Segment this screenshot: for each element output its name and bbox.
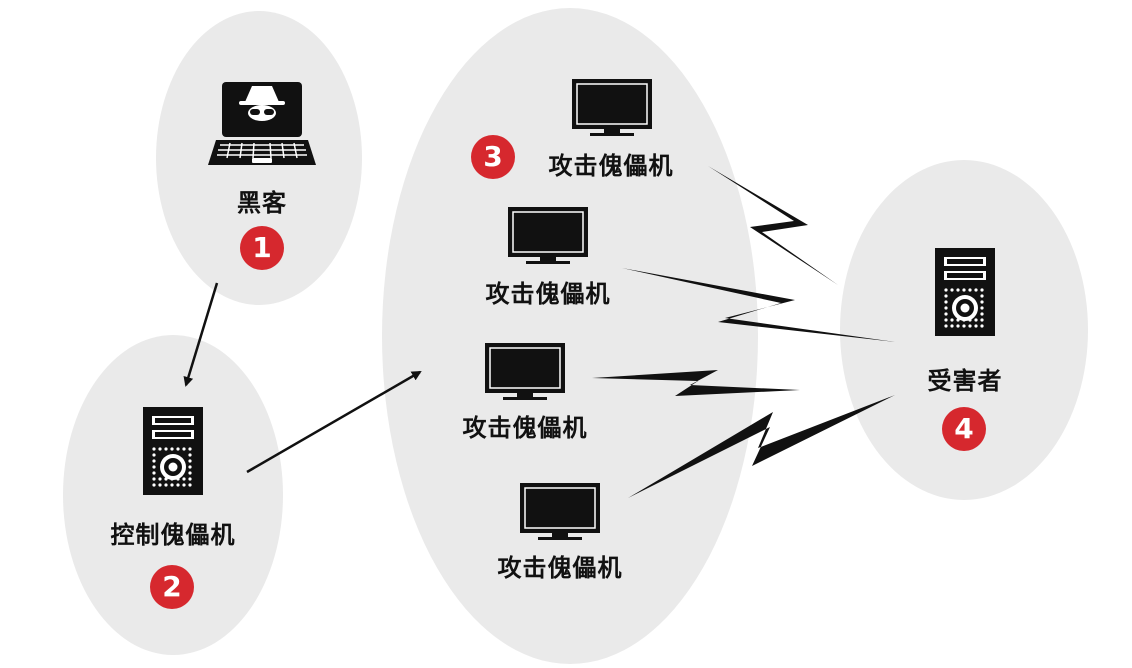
step-badge-3: 3: [471, 135, 515, 179]
attack-node-label-3: 攻击傀儡机: [462, 414, 588, 442]
monitor-icon: [572, 79, 652, 136]
victim-label: 受害者: [927, 367, 1003, 395]
attack-bolt-1: [708, 166, 838, 285]
hacker-laptop-icon: [208, 82, 316, 165]
server-tower-icon: [143, 407, 203, 495]
attack-bolt-3: [592, 370, 800, 396]
hacker-label: 黑客: [237, 189, 287, 217]
controller-label: 控制傀儡机: [110, 521, 236, 549]
step-badge-2: 2: [150, 565, 194, 609]
attack-node-label-2: 攻击傀儡机: [485, 280, 611, 308]
monitor-icon: [485, 343, 565, 400]
attack-node-label-4: 攻击傀儡机: [497, 554, 623, 582]
monitor-icon: [508, 207, 588, 264]
server-tower-icon: [935, 248, 995, 336]
monitor-icon: [520, 483, 600, 540]
arrow-hacker-to-controller: [183, 282, 219, 387]
arrow-controller-to-attack-group: [246, 370, 422, 474]
step-badge-4: 4: [942, 407, 986, 451]
attack-node-label-1: 攻击傀儡机: [548, 152, 674, 180]
step-badge-1: 1: [240, 226, 284, 270]
